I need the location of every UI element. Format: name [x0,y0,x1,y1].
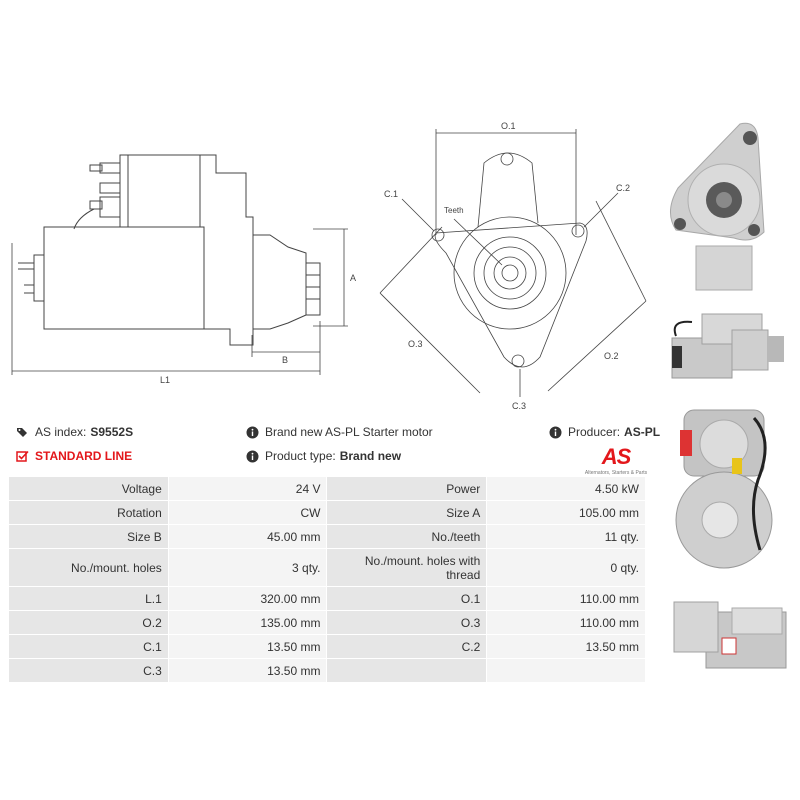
product-photo-side [671,313,784,379]
label-a: A [350,273,356,283]
product-type-info: Product type: Brand new [246,449,401,463]
spec-value: 11 qty. [486,524,646,549]
spec-value: 13.50 mm [486,634,646,659]
label-c3: C.3 [512,401,526,411]
label-o2: O.2 [604,351,619,361]
spec-label: Rotation [8,500,169,525]
spec-label: L.1 [8,586,169,611]
as-logo-tagline: Alternators, Starters & Parts [584,470,648,476]
as-index-value: S9552S [90,425,134,439]
spec-label: No./teeth [326,524,488,549]
product-type-label: Product type: [265,449,336,463]
spec-value: 4.50 kW [486,476,646,501]
spec-value: 13.50 mm [167,658,328,683]
label-l1: L1 [160,375,170,385]
spec-label: Voltage [8,476,169,501]
spec-value: CW [167,500,328,525]
spec-value: 24 V [167,476,328,501]
spec-label: O.2 [8,610,169,635]
as-index-label: AS index: [35,425,87,439]
spec-label: C.3 [8,658,169,683]
checkbox-icon [16,450,29,462]
product-type-value: Brand new [339,449,402,463]
tags-icon [17,427,27,437]
product-photo-front [670,122,765,291]
spec-value: 135.00 mm [167,610,328,635]
standard-line-label: STANDARD LINE [35,449,133,463]
spec-label: No./mount. holes with thread [326,548,488,587]
spec-value: 45.00 mm [167,524,328,549]
spec-value: 320.00 mm [167,586,328,611]
label-b: B [282,355,288,365]
label-o3: O.3 [408,339,423,349]
spec-label: O.3 [326,610,488,635]
info-icon [549,426,562,438]
spec-label: No./mount. holes [8,548,169,587]
description-text: Brand new AS-PL Starter motor [265,425,433,439]
spec-value: 0 qty. [486,548,646,587]
spec-label: Power [326,476,488,501]
spec-label: C.2 [326,634,488,659]
producer-info: Producer: AS-PL [549,425,660,439]
label-c1: C.1 [384,189,398,199]
product-photo-side-angle [673,601,787,669]
product-photo-rear [675,409,773,569]
front-view-diagram: O.1 C.1 C.2 Teeth O.3 O.2 C.3 [379,121,647,411]
as-logo: AS Alternators, Starters & Parts [583,444,649,476]
spec-value: 110.00 mm [486,586,646,611]
spec-value: 105.00 mm [486,500,646,525]
description-info: Brand new AS-PL Starter motor [246,425,433,439]
producer-value: AS-PL [624,425,661,439]
label-c2: C.2 [616,183,630,193]
info-icon [246,426,259,438]
spec-label: Size B [8,524,169,549]
label-o1: O.1 [501,121,516,131]
standard-line-info: STANDARD LINE [16,449,132,463]
info-icon [246,450,259,462]
spec-label: Size A [326,500,488,525]
as-logo-mark: AS [601,444,632,469]
label-teeth: Teeth [444,206,464,215]
spec-label: C.1 [8,634,169,659]
spec-value [486,658,646,683]
producer-label: Producer: [568,425,621,439]
side-view-diagram: A B L1 [11,154,356,385]
spec-value: 3 qty. [167,548,328,587]
spec-label [326,658,488,683]
spec-label: O.1 [326,586,488,611]
spec-value: 13.50 mm [167,634,328,659]
spec-value: 110.00 mm [486,610,646,635]
as-index-info: AS index: S9552S [16,425,133,439]
